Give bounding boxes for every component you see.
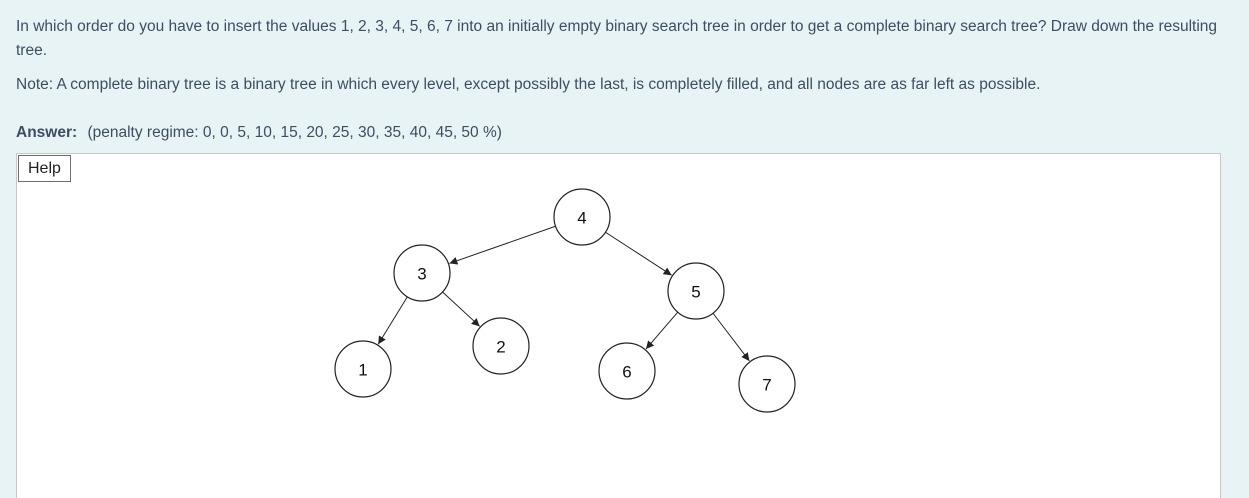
graph-editor-canvas[interactable] <box>16 153 1221 498</box>
penalty-regime: (penalty regime: 0, 0, 5, 10, 15, 20, 25… <box>87 124 502 141</box>
question-note: Note: A complete binary tree is a binary… <box>16 76 1041 93</box>
answer-line: Answer: (penalty regime: 0, 0, 5, 10, 15… <box>16 122 502 144</box>
help-button[interactable]: Help <box>18 155 71 182</box>
answer-label: Answer: <box>16 124 78 141</box>
question-prompt: In which order do you have to insert the… <box>16 15 1231 63</box>
question-prompt-text: In which order do you have to insert the… <box>16 18 1218 59</box>
